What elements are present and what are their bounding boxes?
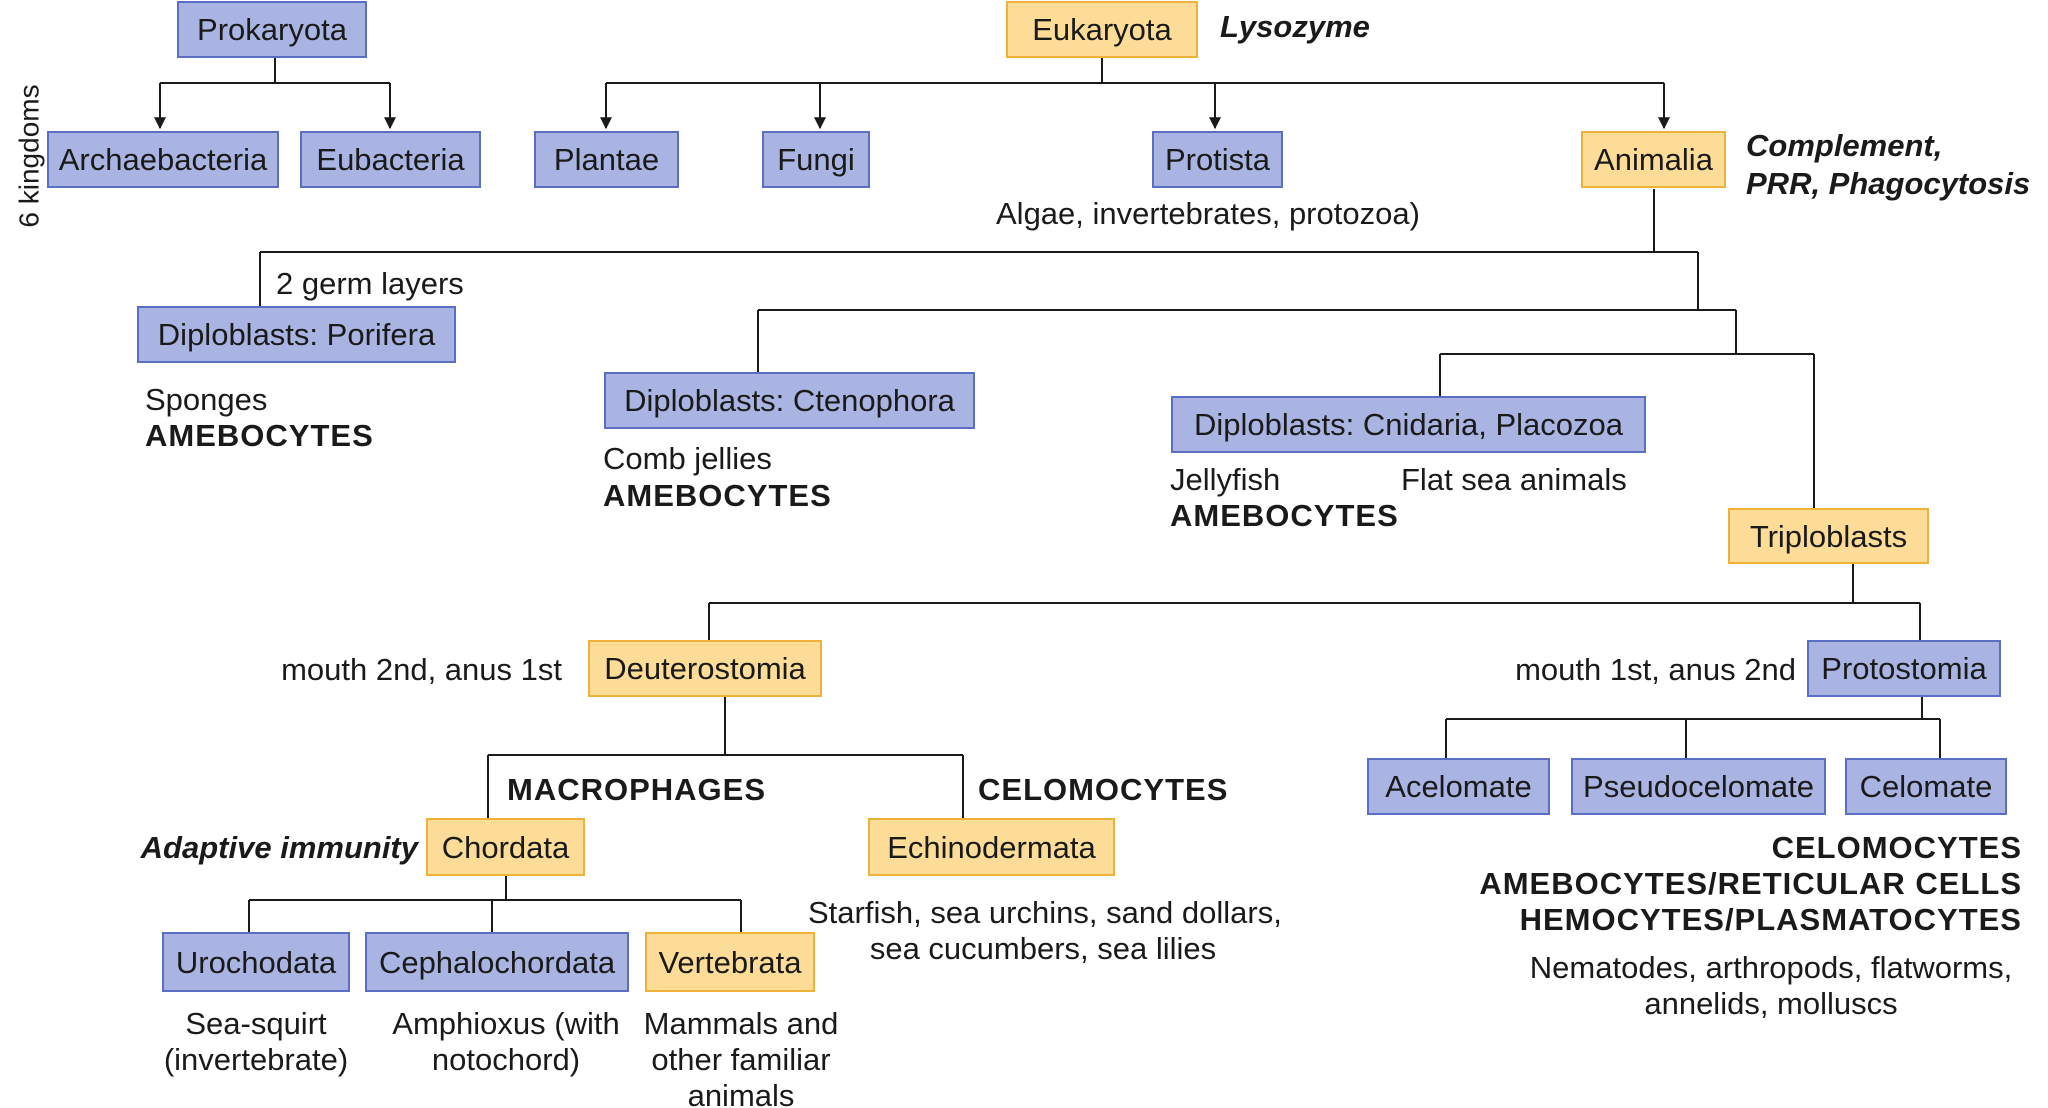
- node-plantae: Plantae: [534, 131, 679, 188]
- cephalochordata-note-line2: notochord): [431, 1042, 581, 1077]
- node-acelomate: Acelomate: [1367, 758, 1550, 815]
- macrophages-label: MACROPHAGES: [507, 772, 767, 807]
- animalia-connector: [259, 189, 1699, 310]
- comb-jellies-note: Comb jellies: [603, 441, 772, 476]
- urochodata-note-line1: Sea-squirt: [185, 1006, 327, 1041]
- protista-note: Algae, invertebrates, protozoa): [996, 196, 1420, 231]
- node-triploblasts: Triploblasts: [1728, 508, 1929, 564]
- node-ctenophora: Diploblasts: Ctenophora: [604, 372, 975, 429]
- echinodermata-note-line1: Starfish, sea urchins, sand dollars,: [808, 895, 1282, 930]
- node-protista: Protista: [1152, 131, 1283, 188]
- node-cephalochordata: Cephalochordata: [365, 932, 629, 992]
- node-chordata: Chordata: [426, 818, 585, 876]
- node-protostomia: Protostomia: [1807, 640, 2001, 697]
- vertebrata-note-line3: animals: [687, 1078, 795, 1108]
- immunity-prr-phagocytosis: PRR, Phagocytosis: [1746, 166, 2031, 201]
- adaptive-immunity-label: Adaptive immunity: [140, 830, 418, 865]
- protostomia-note: mouth 1st, anus 2nd: [1515, 652, 1796, 687]
- vertebrata-note-line1: Mammals and: [643, 1006, 839, 1041]
- node-echinodermata: Echinodermata: [868, 818, 1115, 876]
- protostome-amebocytes: AMEBOCYTES/RETICULAR CELLS: [1479, 866, 2022, 901]
- deuterostomia-note: mouth 2nd, anus 1st: [281, 652, 562, 687]
- node-porifera: Diploblasts: Porifera: [137, 306, 456, 363]
- protostome-note-line2: annelids, molluscs: [1644, 986, 1898, 1021]
- node-prokaryota: Prokaryota: [177, 1, 367, 58]
- immunity-lysozyme: Lysozyme: [1220, 9, 1370, 44]
- chordata-connector: [248, 876, 742, 932]
- echinodermata-note-line2: sea cucumbers, sea lilies: [869, 931, 1217, 966]
- ctenophora-connector: [757, 309, 1737, 372]
- protostome-note-line1: Nematodes, arthropods, flatworms,: [1529, 950, 2013, 985]
- node-eubacteria: Eubacteria: [300, 131, 481, 188]
- node-eukaryota: Eukaryota: [1006, 1, 1198, 58]
- urochodata-note-line2: (invertebrate): [163, 1042, 349, 1077]
- node-urochodata: Urochodata: [162, 932, 350, 992]
- eukaryota-connector: [606, 58, 1664, 84]
- node-fungi: Fungi: [762, 131, 870, 188]
- protostomia-connector: [1445, 697, 1941, 758]
- sponges-note: Sponges: [145, 382, 268, 417]
- vertebrata-note-line2: other familiar: [651, 1042, 831, 1077]
- node-cnidaria: Diploblasts: Cnidaria, Placozoa: [1171, 396, 1646, 453]
- node-celomate: Celomate: [1845, 758, 2007, 815]
- deuterostomia-connector: [487, 697, 964, 818]
- node-vertebrata: Vertebrata: [645, 932, 815, 992]
- six-kingdoms-label: 6 kingdoms: [13, 84, 45, 228]
- amebocytes-ctenophora: AMEBOCYTES: [603, 478, 832, 513]
- prokaryota-connector: [160, 58, 390, 84]
- germ-layers-note: 2 germ layers: [276, 266, 464, 301]
- jellyfish-note: Jellyfish: [1170, 462, 1281, 497]
- protostome-celomocytes: CELOMOCYTES: [1771, 830, 2022, 865]
- node-archaebacteria: Archaebacteria: [47, 131, 279, 188]
- celomocytes-echinodermata-label: CELOMOCYTES: [978, 772, 1229, 807]
- node-pseudocelomate: Pseudocelomate: [1571, 758, 1826, 815]
- cephalochordata-note-line1: Amphioxus (with: [392, 1006, 620, 1041]
- node-deuterostomia: Deuterostomia: [588, 640, 822, 697]
- cnidaria-connector: [1439, 353, 1815, 508]
- amebocytes-porifera: AMEBOCYTES: [145, 418, 374, 453]
- triploblasts-connector: [708, 564, 1921, 640]
- node-animalia: Animalia: [1581, 131, 1726, 188]
- amebocytes-cnidaria: AMEBOCYTES: [1170, 498, 1399, 533]
- flat-sea-animals-note: Flat sea animals: [1401, 462, 1627, 497]
- protostome-hemocytes: HEMOCYTES/PLASMATOCYTES: [1519, 902, 2022, 937]
- immunity-complement: Complement,: [1746, 128, 1943, 163]
